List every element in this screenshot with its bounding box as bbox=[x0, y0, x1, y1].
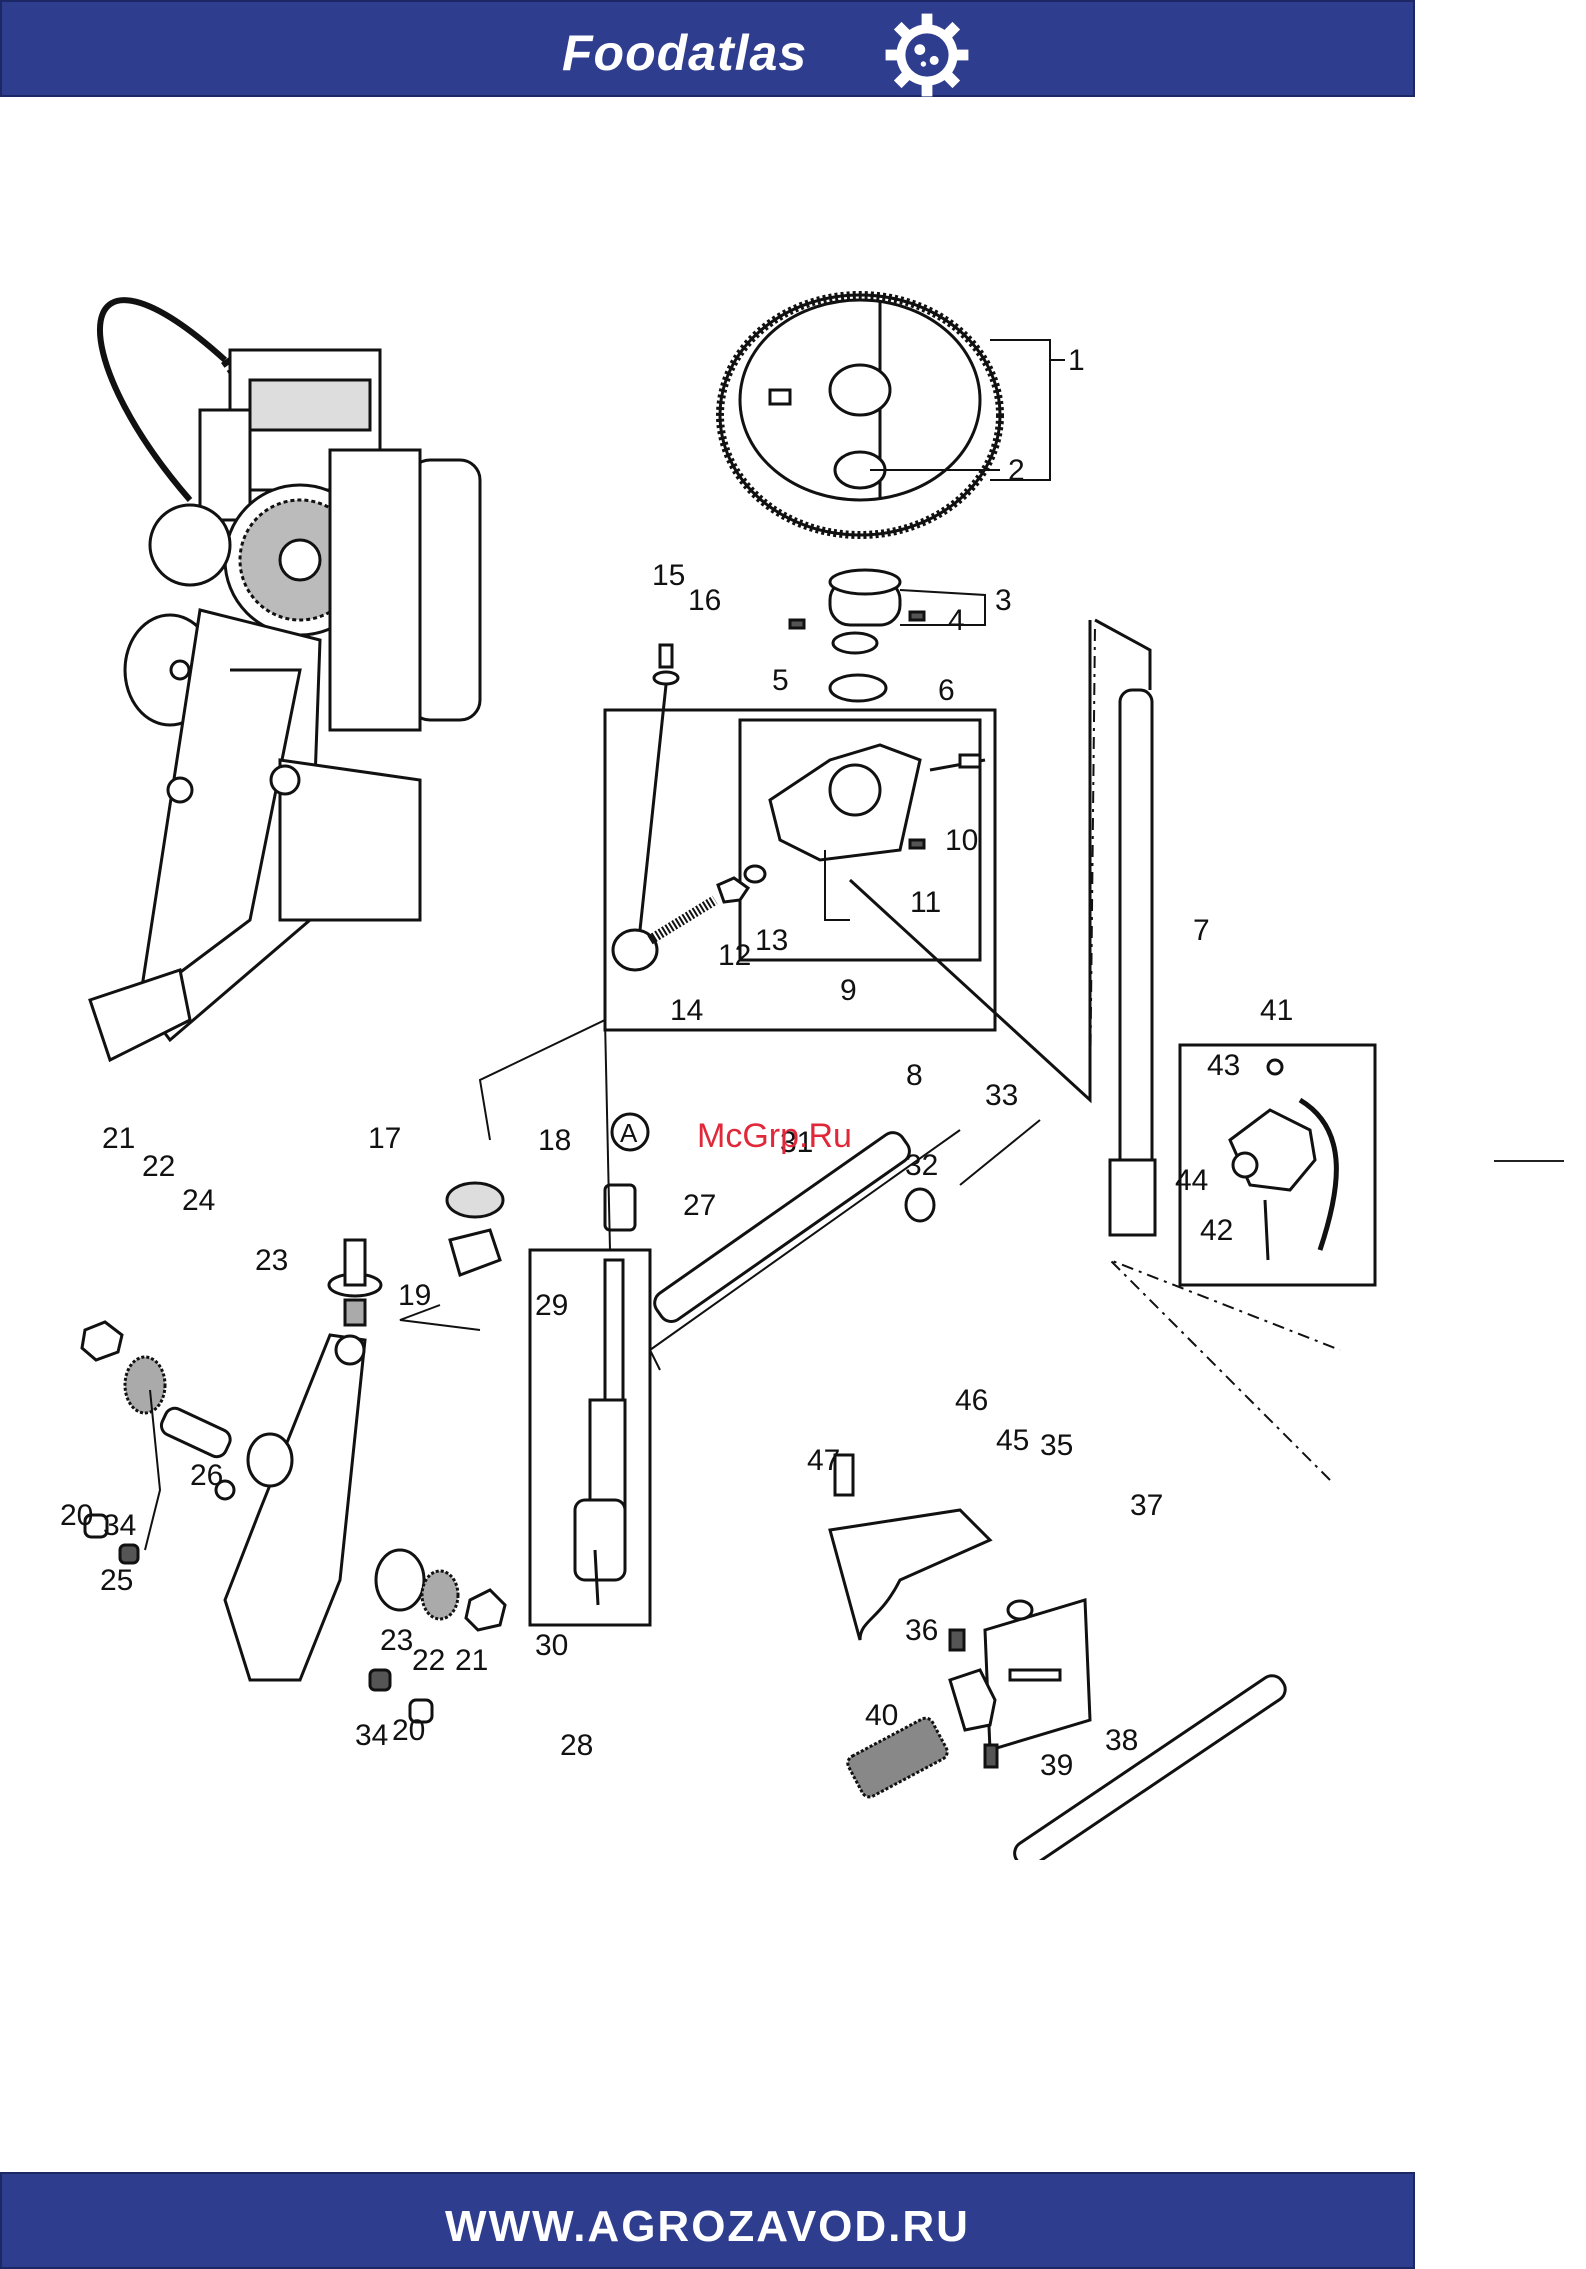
callout-9: 9 bbox=[840, 974, 857, 1007]
header-banner: Foodatlas bbox=[0, 0, 1415, 97]
callout-2: 2 bbox=[1008, 454, 1025, 487]
callout-46: 46 bbox=[955, 1384, 988, 1417]
callout-32: 32 bbox=[905, 1149, 938, 1182]
callout-3: 3 bbox=[995, 584, 1012, 617]
part-1-gear bbox=[720, 295, 1000, 535]
callout-23b: 23 bbox=[380, 1624, 413, 1657]
callout-21: 21 bbox=[102, 1122, 135, 1155]
watermark: McGrp.Ru bbox=[697, 1117, 852, 1155]
callout-34: 34 bbox=[103, 1509, 136, 1542]
callout-34b: 34 bbox=[355, 1719, 388, 1752]
callout-11: 11 bbox=[910, 886, 941, 919]
callout-43: 43 bbox=[1207, 1049, 1240, 1082]
callout-16: 16 bbox=[688, 584, 721, 617]
callout-30: 30 bbox=[535, 1629, 568, 1662]
callout-6: 6 bbox=[938, 674, 955, 707]
callout-28: 28 bbox=[560, 1729, 593, 1762]
exploded-parts-diagram: 1 2 3 4 5 6 7 8 9 10 11 12 13 14 15 16 1… bbox=[0, 200, 1586, 1860]
callout-26: 26 bbox=[190, 1459, 223, 1492]
callout-37: 37 bbox=[1130, 1489, 1163, 1522]
callout-21b: 21 bbox=[455, 1644, 488, 1677]
callout-42: 42 bbox=[1200, 1214, 1233, 1247]
callout-18: 18 bbox=[538, 1124, 571, 1157]
callout-22: 22 bbox=[142, 1150, 175, 1183]
callout-27: 27 bbox=[683, 1189, 716, 1222]
callout-12: 12 bbox=[718, 939, 751, 972]
callout-14: 14 bbox=[670, 994, 703, 1027]
callout-44: 44 bbox=[1175, 1164, 1208, 1197]
callout-8: 8 bbox=[906, 1059, 923, 1092]
callout-19: 19 bbox=[398, 1279, 431, 1312]
callout-10: 10 bbox=[945, 824, 978, 857]
callout-20: 20 bbox=[60, 1499, 93, 1532]
callout-5: 5 bbox=[772, 664, 789, 697]
callout-24: 24 bbox=[182, 1184, 215, 1217]
callout-23: 23 bbox=[255, 1244, 288, 1277]
callout-39: 39 bbox=[1040, 1749, 1073, 1782]
callout-33: 33 bbox=[985, 1079, 1018, 1112]
callout-29: 29 bbox=[535, 1289, 568, 1322]
callout-47: 47 bbox=[807, 1444, 840, 1477]
callout-45: 45 bbox=[996, 1424, 1029, 1457]
gear-globe-icon bbox=[882, 10, 972, 100]
callout-7: 7 bbox=[1193, 914, 1210, 947]
footer-banner: WWW.AGROZAVOD.RU bbox=[0, 2172, 1415, 2269]
callout-38: 38 bbox=[1105, 1724, 1138, 1757]
callout-22b: 22 bbox=[412, 1644, 445, 1677]
footer-url[interactable]: WWW.AGROZAVOD.RU bbox=[2, 2202, 1413, 2252]
callout-20b: 20 bbox=[392, 1714, 425, 1747]
marker-a: A bbox=[620, 1118, 638, 1148]
callout-25: 25 bbox=[100, 1564, 133, 1597]
callout-13: 13 bbox=[755, 924, 788, 957]
callout-35: 35 bbox=[1040, 1429, 1073, 1462]
callout-1: 1 bbox=[1068, 344, 1085, 377]
callout-36: 36 bbox=[905, 1614, 938, 1647]
callout-15: 15 bbox=[652, 559, 685, 592]
edge-rule bbox=[1494, 1160, 1564, 1162]
brand-logo-text: Foodatlas bbox=[562, 24, 807, 82]
callout-41: 41 bbox=[1260, 994, 1293, 1027]
machine-illustration bbox=[90, 300, 480, 1060]
callout-4: 4 bbox=[948, 604, 965, 637]
callout-17: 17 bbox=[368, 1122, 401, 1155]
callout-40: 40 bbox=[865, 1699, 898, 1732]
